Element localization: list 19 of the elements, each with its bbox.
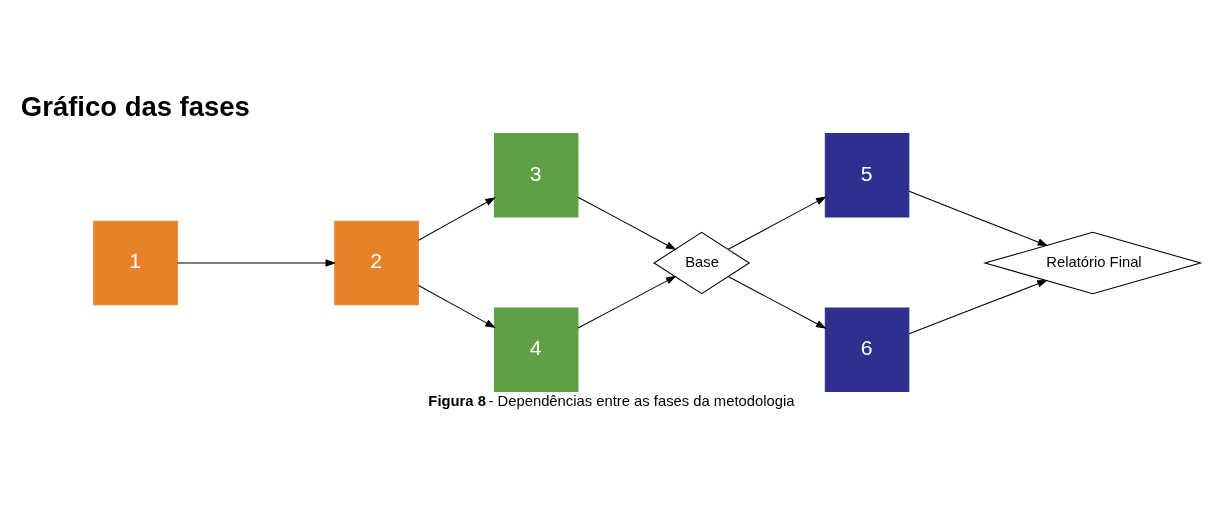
arrow [418, 285, 496, 329]
node-box: 1 [93, 220, 178, 306]
node-box: 3 [493, 133, 579, 218]
arrow [577, 196, 677, 251]
arrow [727, 276, 827, 329]
diagram-title: Gráfico das fases [20, 91, 250, 123]
arrow [577, 275, 677, 329]
node-box: 2 [334, 220, 419, 306]
caption: Figura 8 - Dependências entre as fases da metodologia [428, 393, 795, 410]
node-box: 5 [824, 133, 910, 218]
arrow [418, 197, 496, 241]
arrow [176, 259, 337, 267]
arrow [908, 190, 1049, 246]
node-box: 6 [824, 307, 910, 392]
arrow [727, 196, 827, 250]
node-diamond: Base [653, 231, 751, 295]
node-diamond: Relatório Final [983, 231, 1203, 295]
node-box: 4 [493, 307, 579, 392]
arrow [908, 280, 1048, 335]
